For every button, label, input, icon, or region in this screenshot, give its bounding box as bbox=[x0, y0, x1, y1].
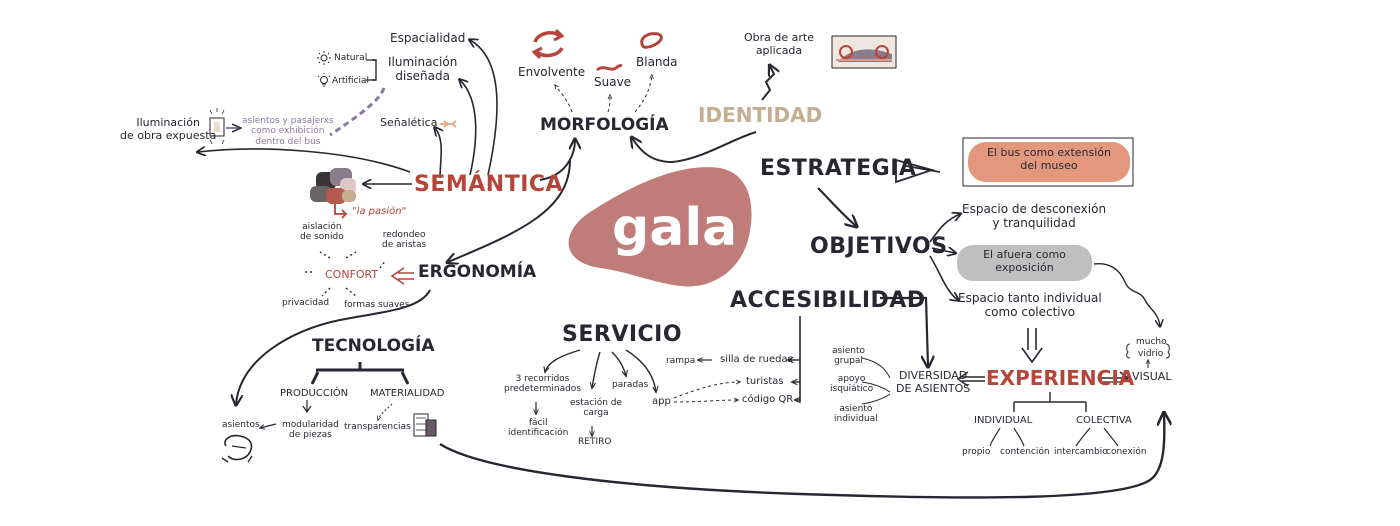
asiento-individual-label: asiento individual bbox=[834, 404, 878, 425]
bus-extension-pill: El bus como extensión del museo bbox=[986, 146, 1112, 172]
app-label: app bbox=[652, 396, 671, 407]
desconexion-label: Espacio de desconexión y tranquilidad bbox=[962, 202, 1107, 230]
produccion-label: PRODUCCIÓN bbox=[280, 388, 349, 399]
blanda-icon bbox=[640, 32, 663, 49]
asientos-exhibicion-note: asientos y pasajerxs como exhibición den… bbox=[242, 116, 334, 147]
colectiva-label: COLECTIVA bbox=[1076, 415, 1132, 426]
recorridos-label: 3 recorridos predeterminados bbox=[504, 374, 582, 395]
asiento-grupal-label: asiento grupal bbox=[832, 346, 865, 367]
suave-icon bbox=[596, 64, 623, 72]
paradas-label: paradas bbox=[612, 380, 649, 390]
tecnologia-title: TECNOLOGÍA bbox=[312, 336, 435, 356]
objetivos-title: OBJETIVOS bbox=[810, 234, 948, 259]
facil-identificacion-label: fácil identificación bbox=[508, 418, 569, 439]
codigo-qr-label: código QR bbox=[742, 394, 794, 405]
asientos-label: asientos bbox=[222, 420, 260, 430]
aislacion-label: aislación de sonido bbox=[300, 222, 344, 243]
seat-icon bbox=[221, 434, 253, 463]
ergonomia-title: ERGONOMÍA bbox=[418, 262, 537, 282]
estacion-carga-label: estación de carga bbox=[570, 398, 623, 419]
blanda-label: Blanda bbox=[636, 55, 678, 69]
apoyo-isquiatico-label: apoyo isquiático bbox=[830, 374, 874, 395]
envolvente-icon bbox=[531, 28, 565, 60]
envolvente-label: Envolvente bbox=[518, 65, 586, 79]
estrategia-title: ESTRATEGIA bbox=[760, 156, 917, 181]
transparencias-label: transparencias bbox=[344, 422, 411, 432]
servicio-title: SERVICIO bbox=[562, 322, 683, 347]
natural-label: Natural bbox=[334, 53, 368, 63]
individual-colectivo-label: Espacio tanto individual como colectivo bbox=[958, 291, 1102, 319]
building-icon bbox=[413, 413, 437, 437]
signage-icon bbox=[440, 120, 457, 128]
formas-suaves-label: formas suaves bbox=[344, 300, 410, 310]
obra-arte-label: Obra de arte aplicada bbox=[744, 31, 814, 57]
propio-label: propio bbox=[962, 447, 991, 457]
artificial-label: Artificial bbox=[332, 76, 370, 86]
mucho-label: mucho bbox=[1136, 337, 1167, 347]
sun-icon bbox=[317, 51, 331, 65]
redondeo-label: redondeo de aristas bbox=[382, 230, 427, 251]
visual-label: VISUAL bbox=[1132, 370, 1172, 383]
semantica-title: SEMÁNTICA bbox=[414, 172, 564, 197]
gala-logo: gala bbox=[612, 198, 738, 258]
senaletica-label: Señalética bbox=[380, 116, 438, 129]
suave-label: Suave bbox=[594, 75, 632, 89]
diversidad-asientos-label: DIVERSIDAD DE ASIENTOS bbox=[896, 369, 971, 395]
morfologia-title: MORFOLOGÍA bbox=[540, 115, 669, 135]
contencion-label: contención bbox=[1000, 447, 1050, 457]
silla-ruedas-label: silla de ruedas bbox=[720, 354, 793, 365]
identidad-title: IDENTIDAD bbox=[698, 103, 823, 127]
experiencia-title: EXPERIENCIA bbox=[986, 366, 1135, 390]
vidrio-label: vidrio bbox=[1138, 349, 1164, 359]
espacialidad-label: Espacialidad bbox=[390, 31, 466, 45]
retiro-label: RETIRO bbox=[578, 437, 612, 447]
afuera-exposicion-pill: El afuera como exposición bbox=[983, 248, 1066, 274]
bus-painting-icon bbox=[831, 35, 897, 69]
iluminacion-disenada-label: Iluminación diseñada bbox=[388, 55, 458, 83]
confort-label: CONFORT bbox=[325, 268, 379, 281]
intercambio-label: intercambio bbox=[1054, 447, 1108, 457]
privacidad-label: privacidad bbox=[282, 298, 330, 308]
rampa-label: rampa bbox=[666, 356, 696, 366]
gala-blob bbox=[568, 167, 752, 287]
bulb-icon bbox=[317, 73, 331, 87]
color-palette-icon bbox=[310, 168, 356, 204]
accesibilidad-title: ACCESIBILIDAD bbox=[730, 288, 926, 313]
materialidad-label: MATERIALIDAD bbox=[370, 388, 445, 399]
conexion-label: conexión bbox=[1106, 447, 1147, 457]
lit-artwork-icon bbox=[209, 108, 225, 145]
iluminacion-obra-label: Iluminación de obra expuesta bbox=[120, 116, 217, 142]
individual-label: INDIVIDUAL bbox=[974, 415, 1033, 426]
modularidad-label: modularidad de piezas bbox=[282, 420, 339, 441]
turistas-label: turistas bbox=[746, 376, 784, 387]
pasion-label: "la pasión" bbox=[352, 206, 407, 217]
